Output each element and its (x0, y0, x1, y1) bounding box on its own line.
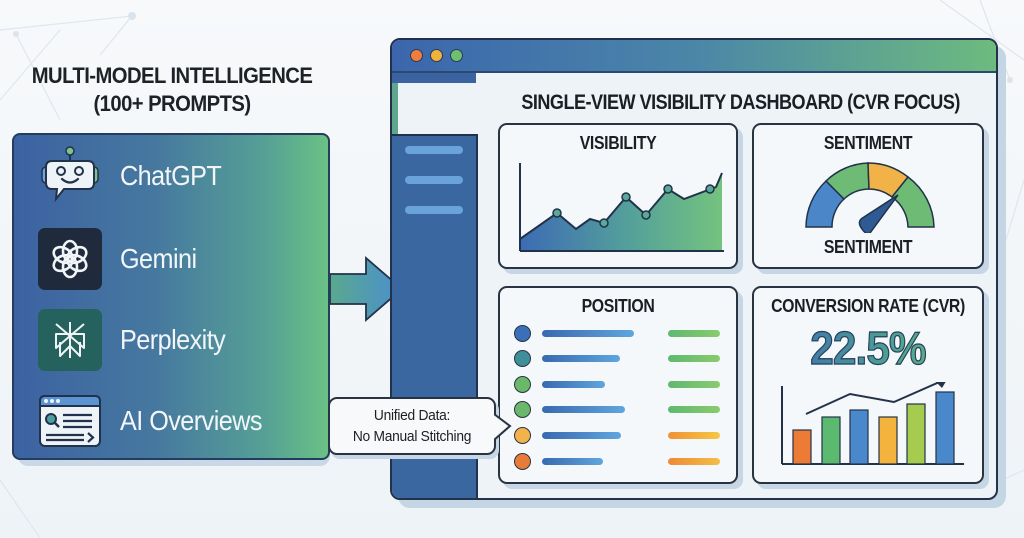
callout-line2: No Manual Stitching (352, 428, 472, 445)
sidebar-nav-item-1[interactable] (405, 146, 463, 154)
position-card[interactable]: POSITION (498, 286, 738, 484)
model-item-gemini[interactable]: Gemini (38, 228, 205, 290)
model-item-chatgpt[interactable]: ChatGPT (38, 145, 233, 207)
sentiment-card-title: SENTIMENT (823, 133, 913, 153)
perplexity-logo-icon (38, 309, 102, 371)
sidebar-nav-item-2[interactable] (405, 176, 463, 184)
position-value-bar (668, 330, 720, 337)
position-row (514, 325, 724, 343)
model-label-chatgpt: ChatGPT (120, 160, 222, 191)
sidebar-header (392, 73, 476, 83)
model-label-gemini: Gemini (120, 243, 197, 274)
position-value-bar (668, 381, 720, 388)
position-value-bar (668, 355, 720, 362)
position-bar (542, 355, 620, 362)
search-browser-icon (38, 390, 102, 452)
position-rank-dot (514, 350, 531, 367)
models-title-line1: MULTI-MODEL INTELLIGENCE (31, 63, 313, 88)
position-bar (542, 432, 621, 439)
position-value-bar (668, 432, 720, 439)
conversion-rate-value: 22.5% (763, 321, 973, 375)
position-value-bar (668, 458, 720, 465)
openai-knot-icon (38, 228, 102, 290)
dashboard-title: SINGLE-VIEW VISIBILITY DASHBOARD (CVR FO… (521, 91, 960, 114)
sentiment-card[interactable]: SENTIMENT SENTIMENT (752, 123, 984, 269)
window-maximize-button[interactable] (450, 49, 463, 62)
callout-pointer (494, 413, 512, 441)
window-titlebar (392, 40, 996, 73)
sentiment-gauge-label: SENTIMENT (823, 237, 913, 257)
position-rank-dot (514, 401, 531, 418)
position-rank-dot (514, 453, 531, 470)
conversion-bar-chart (781, 382, 964, 465)
sidebar-accent (392, 83, 398, 135)
unified-data-callout: Unified Data: No Manual Stitching (328, 397, 496, 455)
position-row (514, 401, 724, 419)
model-label-perplexity: Perplexity (120, 324, 226, 355)
sidebar-nav-item-3[interactable] (405, 206, 463, 214)
position-rank-dot (514, 376, 531, 393)
sentiment-gauge (805, 162, 935, 233)
position-row (514, 376, 724, 394)
position-row (514, 427, 724, 445)
models-section-title: MULTI-MODEL INTELLIGENCE (100+ PROMPTS) (30, 62, 313, 118)
visibility-card[interactable]: VISIBILITY (498, 123, 738, 269)
visibility-card-title: VISIBILITY (579, 133, 657, 153)
models-title-line2: (100+ PROMPTS) (93, 91, 251, 116)
conversion-card-title: CONVERSION RATE (CVR) (771, 296, 965, 316)
position-rank-dot (514, 325, 531, 342)
model-item-ai-overviews[interactable]: AI Overviews (38, 390, 278, 452)
position-value-bar (668, 406, 720, 413)
model-label-ai-overviews: AI Overviews (120, 405, 263, 436)
callout-line1: Unified Data: (373, 407, 451, 424)
chatbot-robot-icon (38, 145, 102, 207)
position-row (514, 350, 724, 368)
position-bar (542, 330, 634, 337)
conversion-rate-card[interactable]: CONVERSION RATE (CVR) 22.5% (752, 286, 984, 484)
dashboard-window: SINGLE-VIEW VISIBILITY DASHBOARD (CVR FO… (390, 38, 998, 500)
position-rank-dot (514, 427, 531, 444)
visibility-area-chart (519, 163, 724, 252)
position-bar (542, 381, 605, 388)
position-row (514, 453, 724, 471)
model-item-perplexity[interactable]: Perplexity (38, 309, 237, 371)
window-minimize-button[interactable] (430, 49, 443, 62)
window-close-button[interactable] (410, 49, 423, 62)
position-bar (542, 458, 603, 465)
position-card-title: POSITION (581, 296, 655, 316)
position-bar (542, 406, 625, 413)
model-list-panel: ChatGPT Gemini (12, 133, 330, 460)
right-arrow-icon (330, 256, 404, 322)
